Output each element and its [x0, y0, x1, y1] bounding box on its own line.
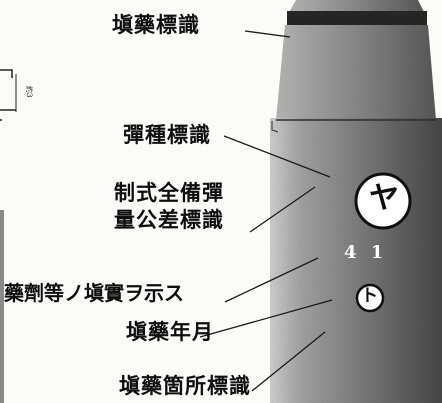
leader-lines: [199, 30, 333, 392]
standard-mark-label-line2: 量公差標識: [114, 207, 224, 232]
left-edge-mark: [0, 69, 16, 121]
body-step: [271, 121, 279, 133]
shell-type-mark-label: 彈種標識: [123, 122, 211, 147]
standard-mark-label-line1: 制式全備彈: [114, 180, 224, 205]
side-note: 約3: [25, 86, 33, 98]
shell-type-circle: [354, 172, 412, 230]
tamp-location-label: 塡藥箇所標識: [119, 373, 251, 398]
propellant-note-label: 藥劑等ノ塡實ヲ示ス: [4, 281, 184, 305]
shell-ogive: [276, 25, 436, 120]
date-circle-text: ト: [361, 286, 379, 306]
left-sliver: [0, 210, 4, 403]
shell-nose: [288, 0, 425, 14]
tamp-band: [287, 11, 427, 25]
date-circle: [355, 283, 385, 313]
tamp-date-label: 塡藥年月: [126, 319, 214, 344]
shell-number-text: 4 1: [344, 242, 388, 263]
tamp-mark-label: 塡藥標識: [112, 12, 200, 37]
shell-type-circle-text: ヤ: [369, 181, 400, 216]
